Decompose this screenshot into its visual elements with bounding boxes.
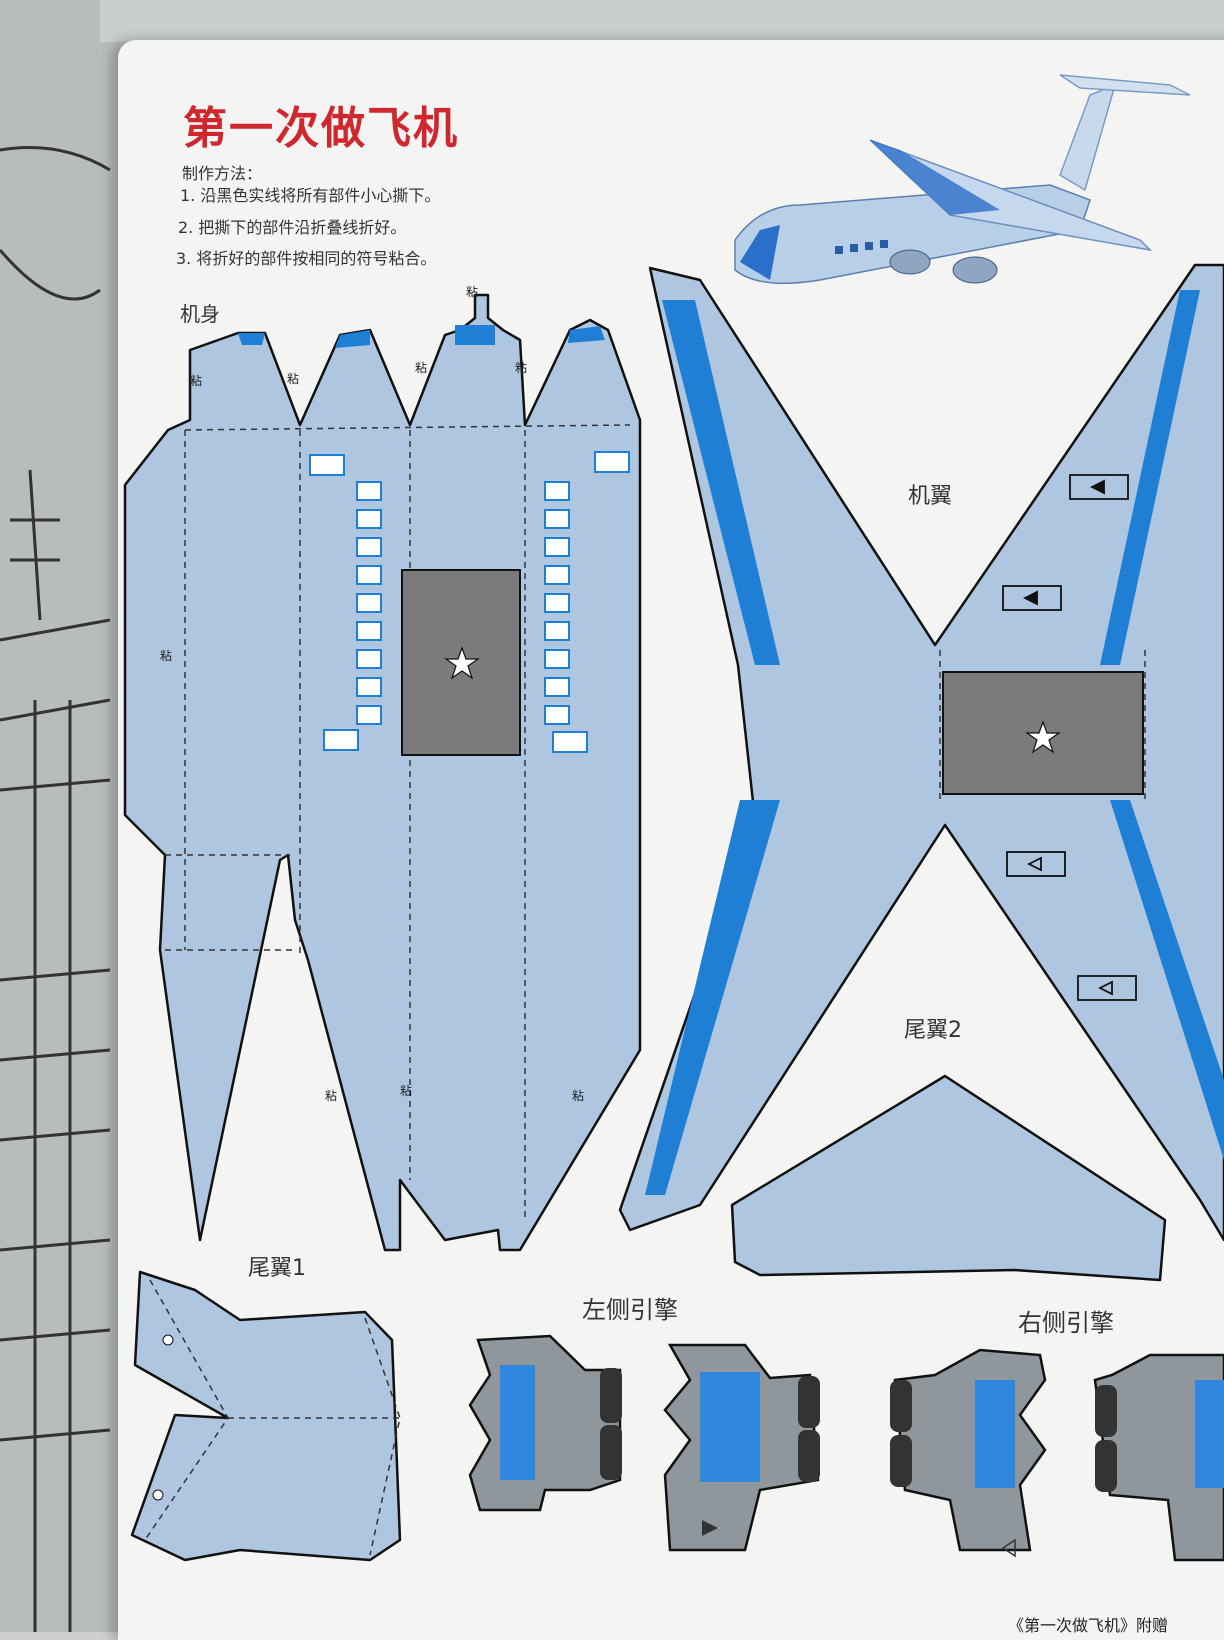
tail-1-piece <box>130 1270 402 1562</box>
instruction-step-2: 2. 把撕下的部件沿折叠线折好。 <box>178 218 407 237</box>
tail-1-label: 尾翼1 <box>248 1256 306 1281</box>
svg-text:粘: 粘 <box>190 373 202 388</box>
door-icon <box>594 451 630 473</box>
svg-text:粘: 粘 <box>415 360 427 375</box>
airplane-model-illustration <box>734 74 1191 285</box>
right-engine-label: 右侧引擎 <box>1018 1309 1114 1337</box>
svg-text:粘: 粘 <box>466 284 478 299</box>
svg-text:粘: 粘 <box>160 648 172 663</box>
fuselage-windows-left <box>356 481 382 725</box>
glue-marks: 粘 粘 粘 粘 粘 粘 粘 粘 粘 <box>160 284 584 1103</box>
right-engine-parts <box>890 1348 1224 1562</box>
door-icon <box>552 731 588 753</box>
svg-text:粘: 粘 <box>572 1088 584 1103</box>
tail-2-piece <box>730 1074 1167 1282</box>
tail-2-label: 尾翼2 <box>904 1018 962 1043</box>
left-page-sketch <box>0 146 111 1632</box>
door-icon <box>309 454 345 476</box>
star-icon <box>444 646 480 680</box>
star-icon <box>1025 720 1061 754</box>
left-engine-label: 左侧引擎 <box>582 1296 678 1324</box>
instruction-step-3: 3. 将折好的部件按相同的符号粘合。 <box>176 249 437 268</box>
wing-label: 机翼 <box>908 484 953 509</box>
page-footer: 《第一次做飞机》附赠 <box>1008 1616 1169 1635</box>
page-title: 第一次做飞机 <box>183 103 459 154</box>
svg-text:粘: 粘 <box>515 360 527 375</box>
left-engine-parts <box>468 1334 820 1552</box>
instructions-label: 制作方法： <box>182 164 263 183</box>
svg-text:粘: 粘 <box>325 1088 337 1103</box>
svg-text:粘: 粘 <box>400 1083 412 1098</box>
door-icon <box>323 729 359 751</box>
fuselage-piece: 粘 粘 粘 粘 粘 粘 粘 粘 粘 <box>123 284 642 1252</box>
top-edge <box>100 0 1224 42</box>
triangle-arrow-icon <box>1002 474 1137 1001</box>
instruction-step-1: 1. 沿黑色实线将所有部件小心撕下。 <box>180 186 441 205</box>
fuselage-windows-right <box>544 481 570 725</box>
fuselage-label: 机身 <box>180 302 220 326</box>
wing-piece <box>618 263 1224 1242</box>
svg-text:粘: 粘 <box>287 371 299 386</box>
